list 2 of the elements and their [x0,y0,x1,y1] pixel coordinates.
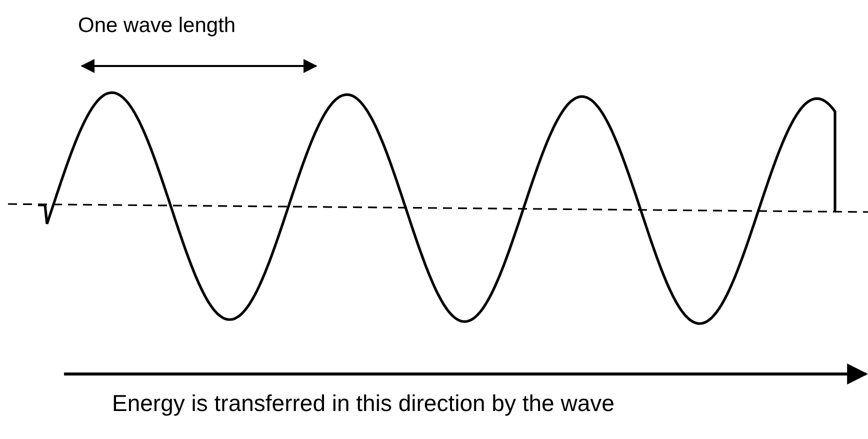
dimension-label: One wave length [78,14,236,38]
direction-caption: Energy is transferred in this direction by the wave [112,390,614,417]
